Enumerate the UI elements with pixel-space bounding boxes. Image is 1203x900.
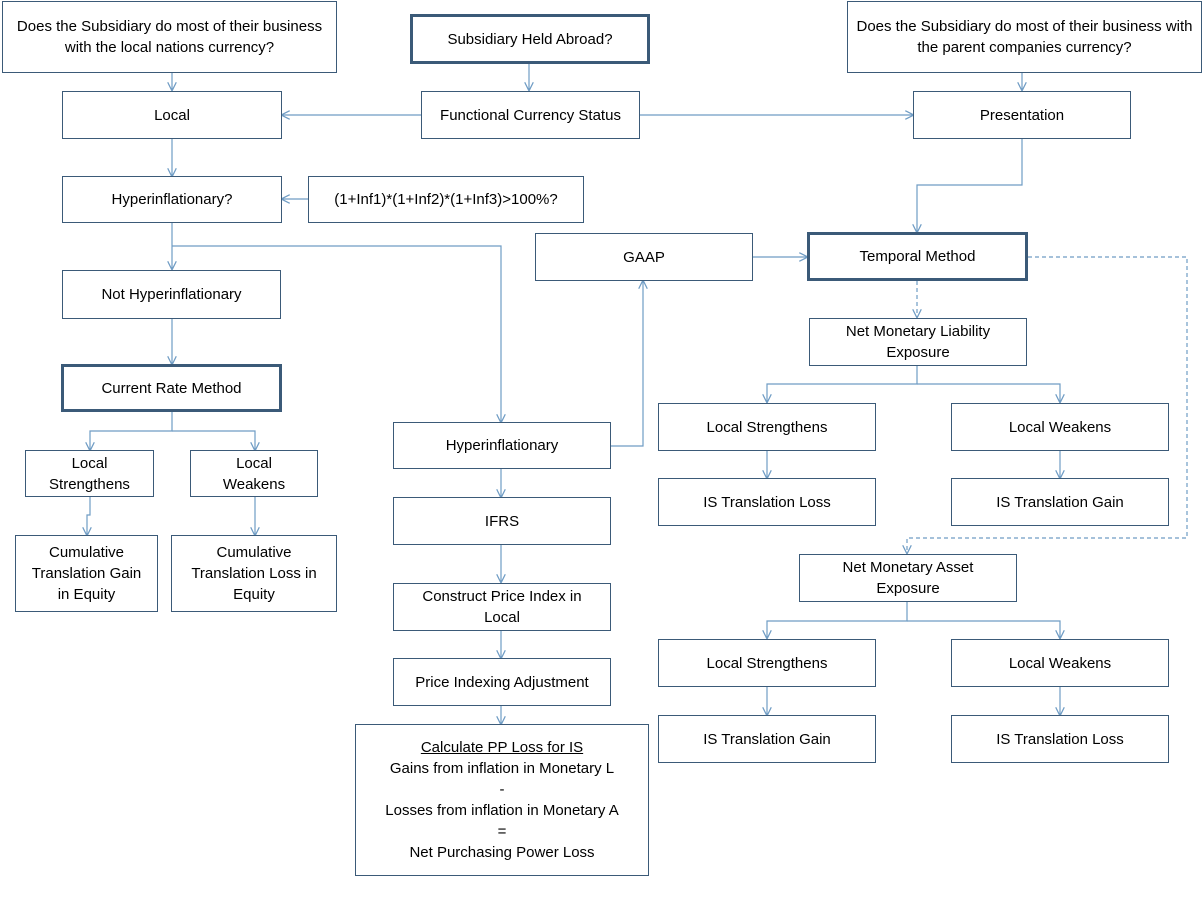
- edge-nml-split: [767, 366, 918, 402]
- not-hyperinflationary-node: Not Hyperinflationary: [62, 270, 281, 319]
- pp-loss-line-result: Net Purchasing Power Loss: [409, 844, 595, 861]
- is-translation-loss-node-asset: IS Translation Loss: [951, 715, 1169, 763]
- edge-nma-split: [767, 602, 908, 638]
- gaap-node: GAAP: [535, 233, 753, 281]
- edge-currentrate-split-right: [172, 430, 255, 450]
- pp-loss-line-minus: -: [499, 781, 505, 798]
- local-weakens-node-asset: Local Weakens: [951, 639, 1169, 687]
- edge-presentation-temporal: [917, 139, 1023, 232]
- cumulative-translation-gain-node: Cumulative Translation Gain in Equity: [15, 535, 158, 612]
- edge-ls1-cumgain: [87, 497, 90, 535]
- pp-loss-line-losses: Losses from inflation in Monetary A: [385, 802, 619, 819]
- subsidiary-held-abroad-node: Subsidiary Held Abroad?: [410, 14, 650, 64]
- ifrs-node: IFRS: [393, 497, 611, 545]
- edge-temporal-nma: [907, 256, 1188, 553]
- question-local-currency: Does the Subsidiary do most of their bus…: [2, 1, 337, 73]
- is-translation-gain-node-liability: IS Translation Gain: [951, 478, 1169, 526]
- hyperinflationary-node: Hyperinflationary: [393, 422, 611, 469]
- local-node: Local: [62, 91, 282, 139]
- local-strengthens-node-current-rate: Local Strengthens: [25, 450, 154, 497]
- local-weakens-node-current-rate: Local Weakens: [190, 450, 318, 497]
- current-rate-method-node: Current Rate Method: [61, 364, 282, 412]
- pp-loss-line-gains: Gains from inflation in Monetary L: [389, 760, 615, 777]
- edge-hyperq-hyperinflationary: [172, 245, 501, 422]
- edge-nma-split-right: [907, 620, 1060, 638]
- local-strengthens-node-asset: Local Strengthens: [658, 639, 876, 687]
- edge-hyperinflationary-gaap: [611, 281, 643, 447]
- edge-currentrate-split: [90, 412, 173, 450]
- inflation-formula-node: (1+Inf1)*(1+Inf2)*(1+Inf3)>100%?: [308, 176, 584, 223]
- net-monetary-liability-exposure-node: Net Monetary Liability Exposure: [809, 318, 1027, 366]
- edge-nml-split-right: [917, 383, 1060, 402]
- functional-currency-status-node: Functional Currency Status: [421, 91, 640, 139]
- hyperinflationary-question-node: Hyperinflationary?: [62, 176, 282, 223]
- local-strengthens-node-liability: Local Strengthens: [658, 403, 876, 451]
- cumulative-translation-loss-node: Cumulative Translation Loss in Equity: [171, 535, 337, 612]
- local-weakens-node-liability: Local Weakens: [951, 403, 1169, 451]
- construct-price-index-node: Construct Price Index in Local: [393, 583, 611, 631]
- temporal-method-node: Temporal Method: [807, 232, 1028, 281]
- purchasing-power-loss-calculation-node: Calculate PP Loss for IS Gains from infl…: [355, 724, 649, 876]
- price-indexing-adjustment-node: Price Indexing Adjustment: [393, 658, 611, 706]
- is-translation-loss-node-liability: IS Translation Loss: [658, 478, 876, 526]
- question-parent-currency: Does the Subsidiary do most of their bus…: [847, 1, 1202, 73]
- is-translation-gain-node-asset: IS Translation Gain: [658, 715, 876, 763]
- presentation-node: Presentation: [913, 91, 1131, 139]
- pp-loss-title: Calculate PP Loss for IS: [420, 739, 584, 756]
- net-monetary-asset-exposure-node: Net Monetary Asset Exposure: [799, 554, 1017, 602]
- pp-loss-line-equals: =: [497, 823, 507, 840]
